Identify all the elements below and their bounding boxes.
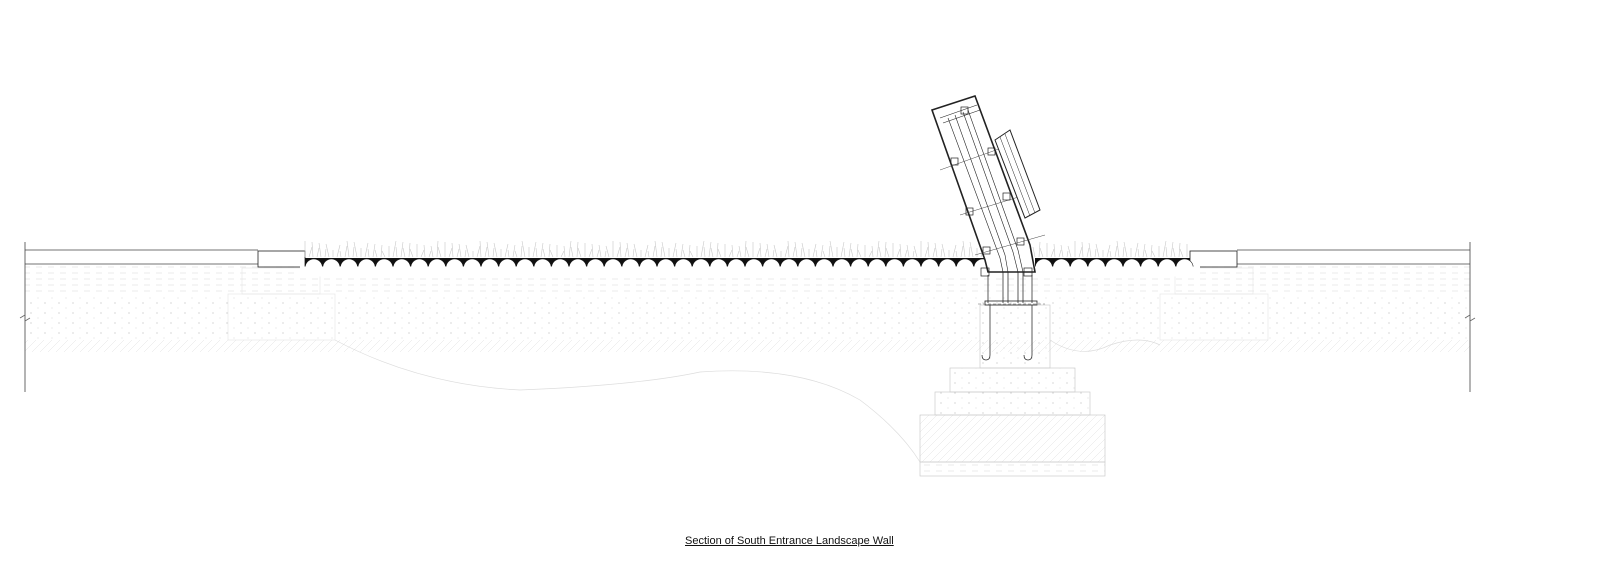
grass-planting — [304, 240, 1188, 258]
grass-blades — [304, 240, 985, 258]
steel-post — [978, 272, 1045, 361]
drawing-title: Section of South Entrance Landscape Wall — [685, 535, 894, 547]
landscape-wall-panel — [930, 95, 1046, 277]
right-curb — [1189, 250, 1238, 268]
pebble-mask — [300, 266, 1200, 277]
soil-layers — [25, 266, 1470, 463]
footing — [919, 304, 1106, 477]
ground-edges — [19, 242, 1476, 392]
left-curb — [257, 250, 306, 268]
pebble-layer — [300, 258, 1200, 277]
grass-blades — [1032, 240, 1188, 258]
